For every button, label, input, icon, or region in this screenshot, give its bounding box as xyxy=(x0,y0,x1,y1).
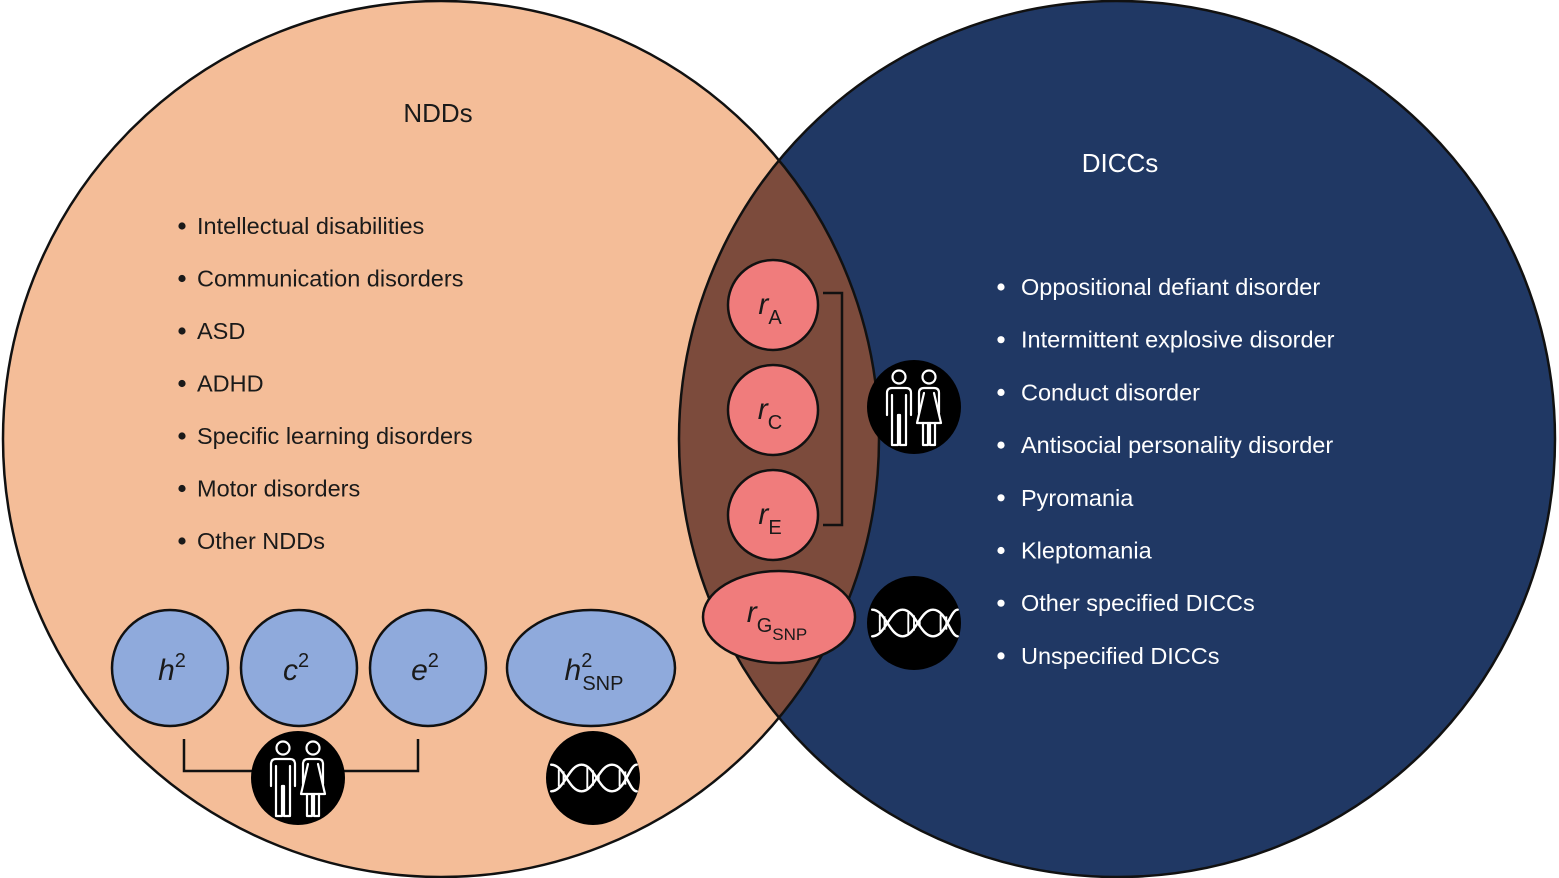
svg-text:h2: h2 xyxy=(158,650,186,687)
bullet-icon xyxy=(178,537,186,545)
dicc-list-label: Oppositional defiant disorder xyxy=(1021,274,1320,300)
dicc-list-label: Pyromania xyxy=(1021,485,1134,511)
corr-rC: rC xyxy=(726,363,820,457)
bullet-icon xyxy=(997,388,1005,396)
ndd-list-label: Other NDDs xyxy=(197,528,325,554)
corr-base: r xyxy=(747,596,758,629)
ndd-circle-outline xyxy=(1,0,881,878)
ndd-list-label: Specific learning disorders xyxy=(197,423,473,449)
bullet-icon xyxy=(178,274,186,283)
corr-rG-snp: rGSNP xyxy=(701,569,857,665)
bullet-icon xyxy=(178,484,186,493)
svg-text:rC: rC xyxy=(758,393,782,434)
bullet-icon xyxy=(178,222,186,230)
corr-sub: A xyxy=(768,307,782,329)
dicc-list-label: Intermittent explosive disorder xyxy=(1021,327,1335,353)
dicc-title: DICCs xyxy=(1082,148,1159,178)
ndd-list-item: Communication disorders xyxy=(178,266,463,292)
corr-base: r xyxy=(758,498,769,531)
dicc-list-label: Antisocial personality disorder xyxy=(1021,432,1333,458)
dicc-list-label: Other specified DICCs xyxy=(1021,590,1255,616)
dicc-list-item: Intermittent explosive disorder xyxy=(997,327,1335,353)
ndd-list-label: Intellectual disabilities xyxy=(197,213,424,239)
dicc-list-item: Antisocial personality disorder xyxy=(997,432,1333,458)
param-sup: 2 xyxy=(175,650,186,672)
ndd-list-label: Motor disorders xyxy=(197,476,360,502)
ndd-list-item: Specific learning disorders xyxy=(178,423,473,449)
dicc-list-label: Kleptomania xyxy=(1021,538,1153,564)
param-h2: h2 xyxy=(110,608,230,728)
dicc-circle-outline xyxy=(677,0,1557,878)
corr-base: r xyxy=(758,393,769,426)
bullet-icon xyxy=(997,441,1005,449)
dicc-list-item: Conduct disorder xyxy=(997,379,1200,405)
svg-text:rE: rE xyxy=(758,498,781,539)
bullet-icon xyxy=(997,546,1005,555)
param-c2: c2 xyxy=(239,608,359,728)
corr-rE: rE xyxy=(726,468,820,562)
bullet-icon xyxy=(178,327,186,335)
ndd-list-item: ASD xyxy=(178,318,245,344)
svg-text:rA: rA xyxy=(758,288,782,329)
corr-sub: G xyxy=(757,615,773,637)
dicc-list-item: Pyromania xyxy=(997,485,1134,511)
bullet-icon xyxy=(997,336,1005,344)
ndd-list-label: ASD xyxy=(197,318,245,344)
dicc-list-item: Oppositional defiant disorder xyxy=(997,274,1320,300)
bullet-icon xyxy=(178,379,186,388)
dicc-list: Oppositional defiant disorderIntermitten… xyxy=(997,274,1335,669)
bullet-icon xyxy=(997,652,1005,660)
twins-icon xyxy=(867,360,961,454)
param-base: e xyxy=(411,654,428,687)
bullet-icon xyxy=(178,432,186,440)
bullet-icon xyxy=(997,494,1005,502)
svg-text:rGSNP: rGSNP xyxy=(747,596,808,644)
corr-subsub: SNP xyxy=(772,625,807,644)
dicc-list-label: Unspecified DICCs xyxy=(1021,643,1220,669)
corr-base: r xyxy=(758,288,769,321)
svg-text:c2: c2 xyxy=(283,650,309,687)
param-base: c xyxy=(283,654,298,687)
dicc-list-label: Conduct disorder xyxy=(1021,379,1200,405)
ndd-list-item: Intellectual disabilities xyxy=(178,213,424,239)
param-base: h xyxy=(158,654,175,687)
ndd-title: NDDs xyxy=(403,98,472,128)
ndd-list-item: Other NDDs xyxy=(178,528,325,554)
param-sup: 2 xyxy=(298,650,309,672)
bullet-icon xyxy=(997,283,1005,291)
dna-icon xyxy=(546,731,640,825)
dicc-list-item: Other specified DICCs xyxy=(997,590,1255,616)
param-base: h xyxy=(565,654,582,687)
param-sup: 2 xyxy=(428,650,439,672)
ndd-list-label: Communication disorders xyxy=(197,266,463,292)
corr-sub: C xyxy=(768,412,782,434)
dna-icon xyxy=(867,576,961,670)
ndd-list-item: ADHD xyxy=(178,371,264,397)
twins-icon xyxy=(251,731,345,825)
ndd-list-item: Motor disorders xyxy=(178,476,360,502)
param-sup: 2 xyxy=(581,650,592,672)
corr-sub: E xyxy=(768,517,781,539)
ndd-list-label: ADHD xyxy=(197,371,264,397)
svg-text:e2: e2 xyxy=(411,650,439,687)
twin-corr-bracket xyxy=(823,291,844,527)
dicc-list-item: Kleptomania xyxy=(997,538,1153,564)
bullet-icon xyxy=(997,599,1005,607)
dicc-list-item: Unspecified DICCs xyxy=(997,643,1220,669)
param-sub: SNP xyxy=(582,673,623,695)
corr-rA: rA xyxy=(726,258,820,352)
param-e2: e2 xyxy=(368,608,488,728)
